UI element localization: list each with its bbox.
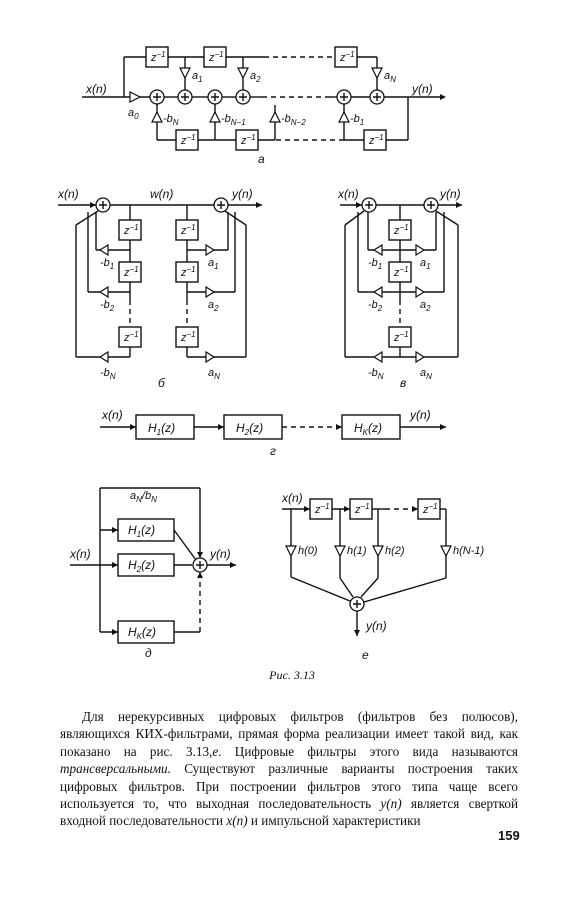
v-z2: z−1: [393, 265, 409, 279]
v-b1: -b1: [368, 257, 382, 271]
text-run: является сверткой входной последовательн…: [60, 796, 519, 829]
e-h2: h(2): [385, 545, 405, 557]
a-z2: z−1: [208, 50, 224, 64]
text-run: Для нерекурсивных цифровых фильтров (фил…: [60, 709, 518, 759]
e-input: x(n): [281, 491, 303, 505]
figure-ref: е: [212, 743, 219, 759]
body-paragraph: Для нерекурсивных цифровых фильтров (фил…: [60, 708, 518, 830]
text-run: и импульсной характеристики: [247, 813, 421, 829]
v-b2: -b2: [368, 299, 383, 313]
v-output: y(n): [439, 187, 461, 201]
b-z2: z−1: [123, 265, 139, 279]
e-z2: z−1: [354, 502, 370, 516]
d-h2: H2(z): [128, 558, 155, 574]
b-z5: z−1: [180, 265, 196, 279]
b-output: y(n): [231, 187, 253, 201]
g-h1: H1(z): [148, 421, 175, 437]
a-z5: z−1: [240, 133, 256, 147]
a-bN: -bN: [163, 113, 179, 127]
a-bN2: -bN−2: [281, 113, 306, 127]
a-bN1: -bN−1: [221, 113, 246, 127]
figure-caption: Рис. 3.13: [269, 668, 315, 682]
e-hN1: h(N-1): [453, 545, 485, 557]
b-b2: -b2: [100, 299, 115, 313]
a-output: y(n): [411, 82, 433, 96]
d-hk: HK(z): [128, 625, 156, 641]
a-a1: a1: [192, 70, 203, 84]
v-bN: -bN: [368, 367, 384, 381]
b-input: x(n): [57, 187, 79, 201]
e-h1: h(1): [347, 545, 367, 557]
b-z6: z−1: [180, 330, 196, 344]
a-aN: aN: [384, 70, 396, 84]
e-output: y(n): [365, 619, 387, 633]
figure-3-13: z−1 z−1 z−1 z−1 z−1 z−1 x(n) y(n) a0 a1 …: [57, 46, 485, 660]
b-z1: z−1: [123, 223, 139, 237]
panel-g-diagram: [100, 414, 446, 440]
panel-a-diagram: [82, 46, 446, 151]
panel-e-label: е: [362, 648, 369, 660]
b-aN: aN: [208, 367, 220, 381]
b-z3: z−1: [123, 330, 139, 344]
panel-d-diagram: [70, 487, 236, 644]
panel-a-label: а: [258, 152, 265, 166]
v-aN: aN: [420, 367, 432, 381]
v-input: x(n): [337, 187, 359, 201]
panel-g-label: г: [270, 444, 276, 458]
a-input: x(n): [85, 82, 107, 96]
v-a1: a1: [420, 257, 431, 271]
b-a2: a2: [208, 299, 219, 313]
d-h1: H1(z): [128, 523, 155, 539]
b-a1: a1: [208, 257, 219, 271]
d-output: y(n): [209, 547, 231, 561]
a-a0: a0: [128, 107, 139, 121]
b-z4: z−1: [180, 223, 196, 237]
a-b1: -b1: [350, 113, 364, 127]
a-z3: z−1: [339, 50, 355, 64]
g-h2: H2(z): [236, 421, 263, 437]
math-y: y(n): [380, 796, 402, 812]
panel-b-diagram: [58, 197, 262, 364]
g-hk: HK(z): [354, 421, 382, 437]
paragraph-1: Для нерекурсивных цифровых фильтров (фил…: [60, 708, 518, 830]
g-output: y(n): [409, 408, 431, 422]
b-b1: -b1: [100, 257, 114, 271]
text-run: . Цифровые фильтры этого вида называются: [218, 743, 519, 759]
a-z4: z−1: [368, 133, 384, 147]
panel-v-diagram: [340, 197, 462, 364]
b-w: w(n): [150, 187, 173, 201]
v-z3: z−1: [393, 330, 409, 344]
term-emphasis: трансверсальными.: [60, 761, 171, 777]
e-z1: z−1: [314, 502, 330, 516]
d-ratio: aN/bN: [130, 490, 157, 504]
panel-v-label: в: [400, 376, 406, 390]
panel-d-label: д: [145, 646, 152, 660]
panel-e-diagram: [282, 498, 452, 636]
v-z1: z−1: [393, 223, 409, 237]
text-run: Существуют различные варианты построения…: [60, 761, 518, 812]
d-input: x(n): [69, 547, 91, 561]
a-z6: z−1: [180, 133, 196, 147]
e-z3: z−1: [422, 502, 438, 516]
v-a2: a2: [420, 299, 431, 313]
panel-b-label: б: [158, 376, 166, 390]
g-input: x(n): [101, 408, 123, 422]
b-bN: -bN: [100, 367, 116, 381]
e-h0: h(0): [298, 545, 318, 557]
a-a2: a2: [250, 70, 261, 84]
a-z1: z−1: [150, 50, 166, 64]
math-x: x(n): [226, 813, 248, 829]
page-number: 159: [498, 828, 520, 843]
